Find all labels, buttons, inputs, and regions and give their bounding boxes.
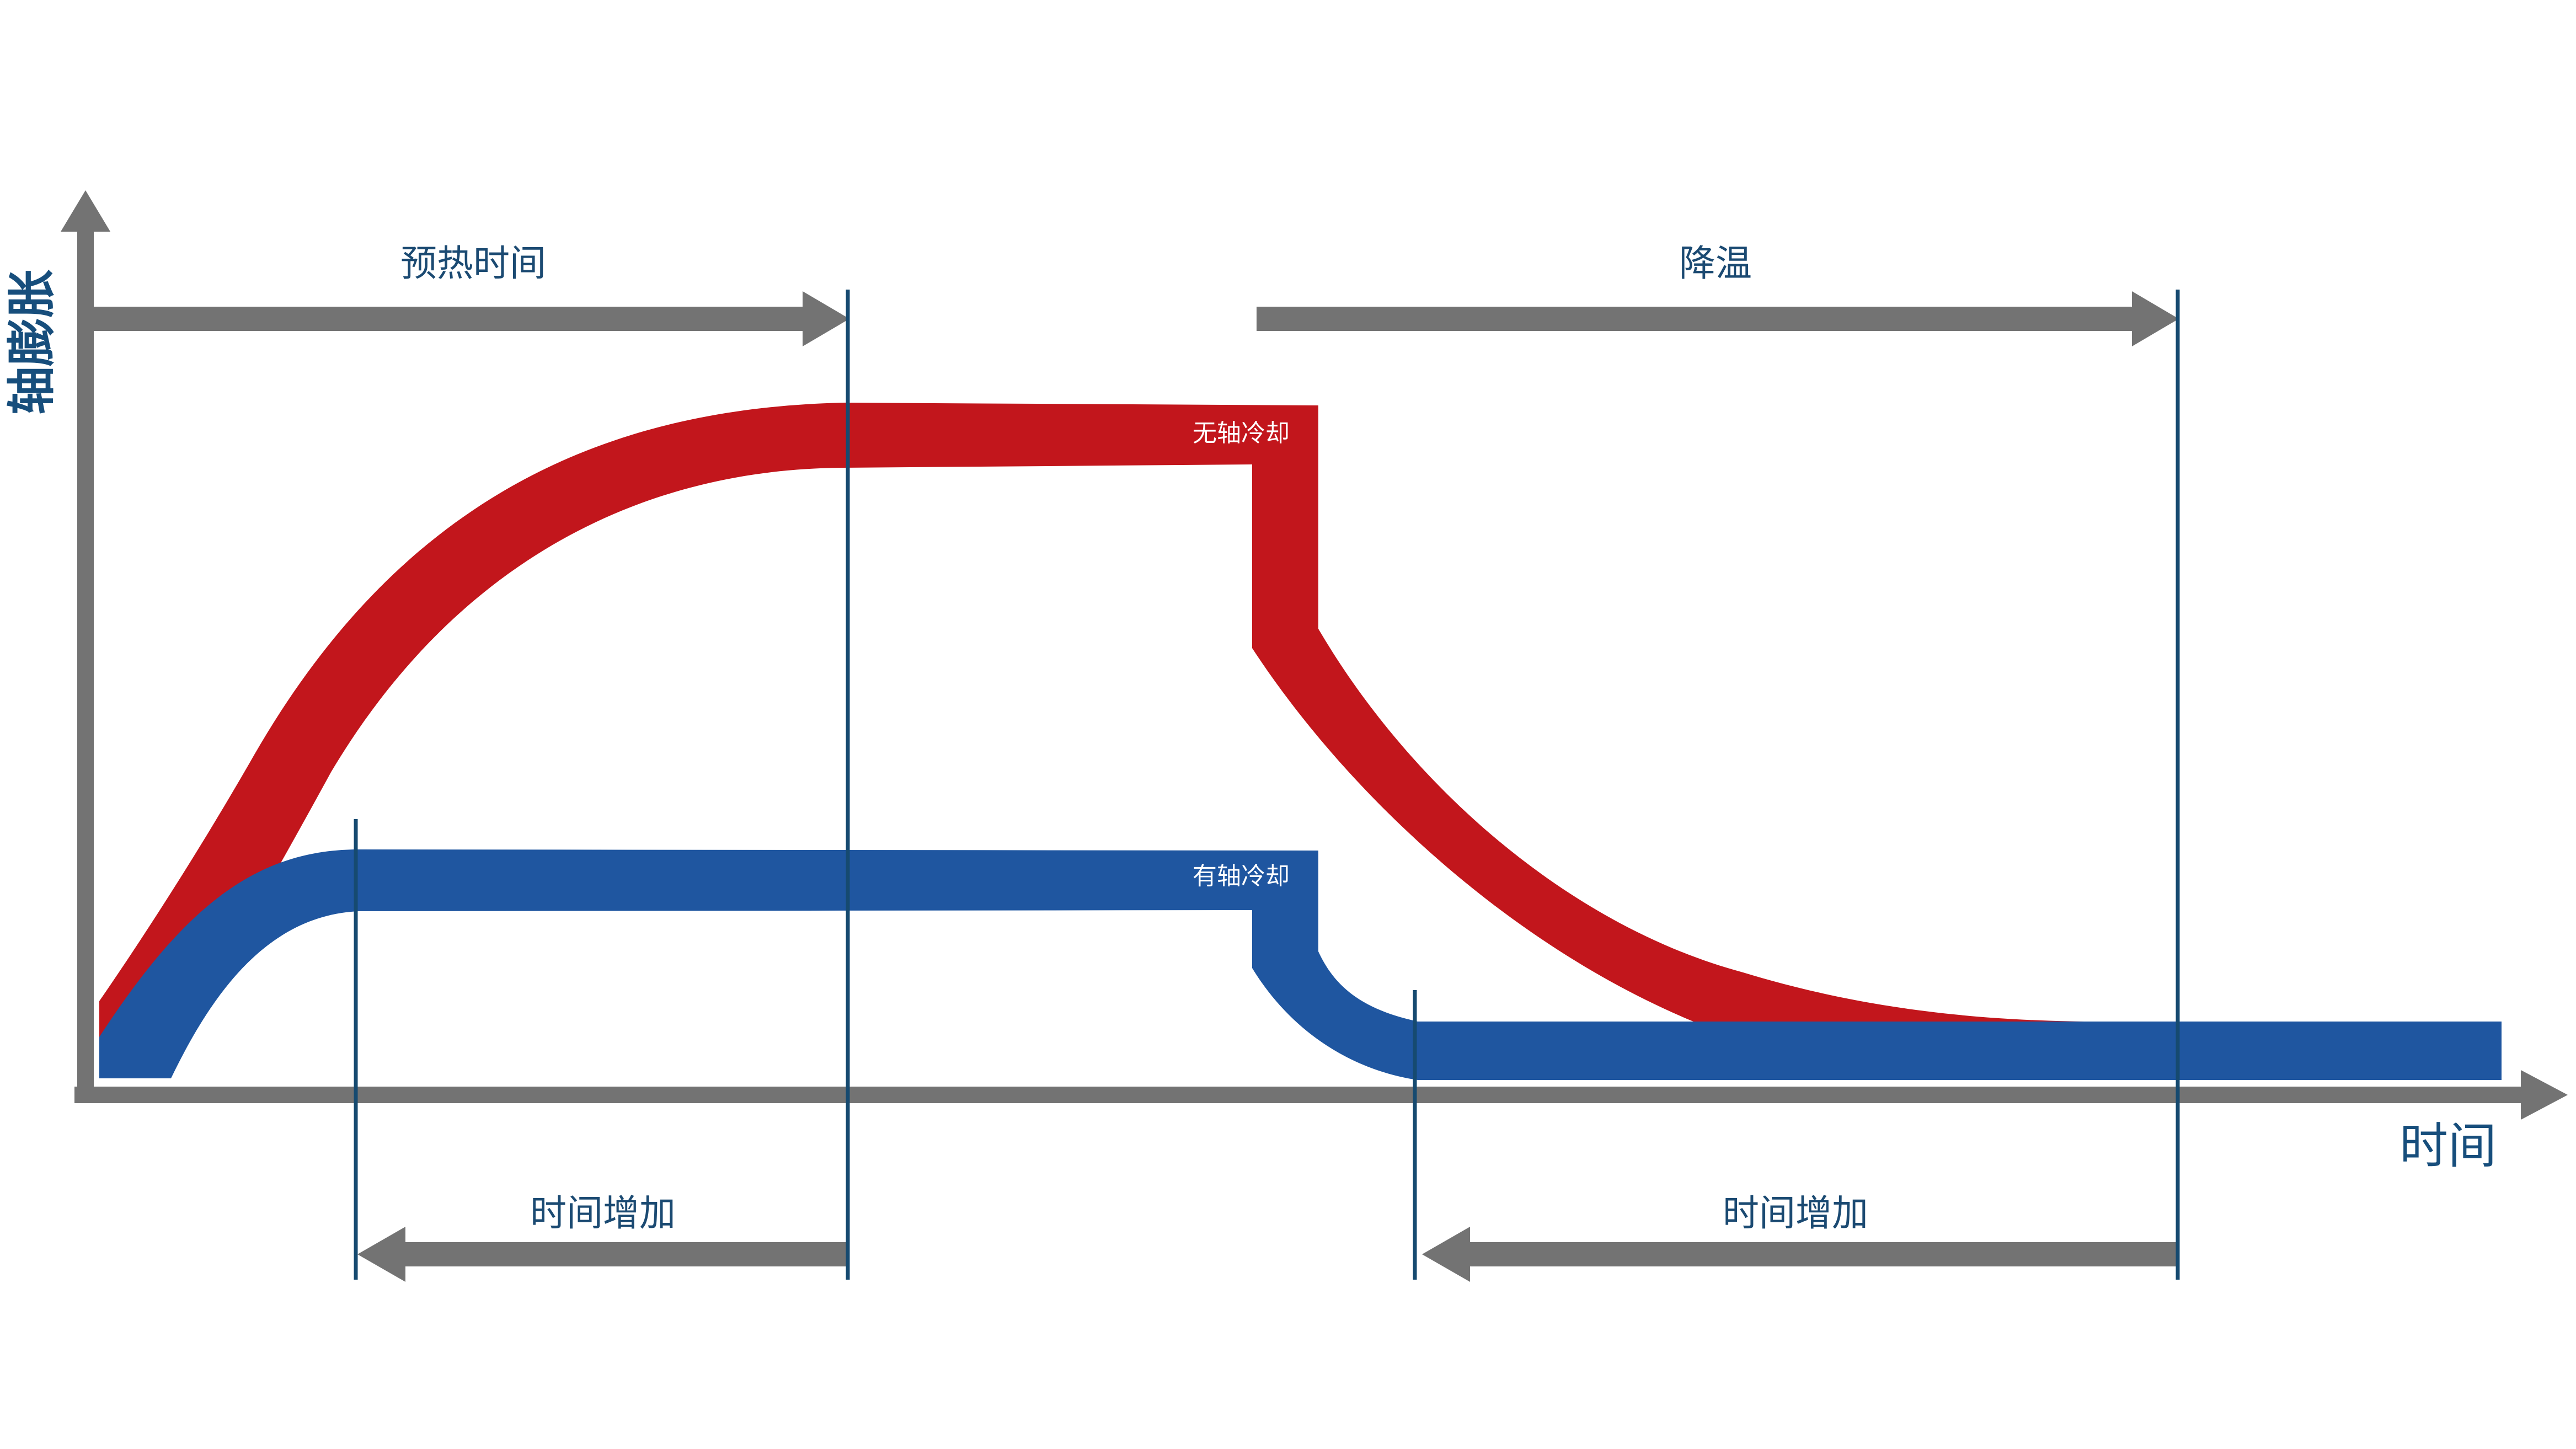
cooldown-arrow-shaft <box>1257 307 2139 331</box>
time-increase-right-label: 时间增加 <box>1723 1192 1868 1234</box>
time-increase-left-arrow-shaft <box>397 1242 849 1266</box>
time-increase-right-arrow-shaft <box>1462 1242 2179 1266</box>
horizontal-arrow-icon <box>2132 291 2179 346</box>
horizontal-arrow-icon <box>1422 1227 1470 1282</box>
horizontal-arrow-icon <box>357 1227 405 1282</box>
x-axis-title: 时间 <box>2399 1118 2497 1174</box>
cooldown-label: 降温 <box>1679 242 1752 285</box>
no-cooling-band <box>99 403 2129 1078</box>
triangle-arrow-icon <box>61 190 110 232</box>
with-cooling-label: 有轴冷却 <box>1193 862 1290 890</box>
no-cooling-label: 无轴冷却 <box>1193 419 1290 447</box>
with-cooling-band <box>99 849 2502 1080</box>
triangle-arrow-icon <box>2521 1070 2568 1120</box>
y-axis-title: 轴膨胀 <box>3 269 60 415</box>
preheat-label: 预热时间 <box>400 242 546 285</box>
time-increase-left-label: 时间增加 <box>530 1192 676 1234</box>
preheat-arrow-shaft <box>94 307 811 331</box>
horizontal-arrow-icon <box>803 291 849 346</box>
